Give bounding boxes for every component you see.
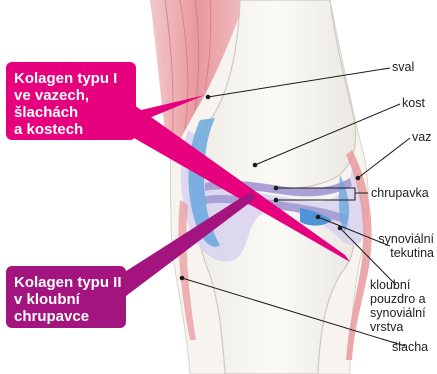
label-capsule: kloubní pouzdro a synoviální vrstva [370,278,426,334]
callout-collagen-type1: Kolagen typu I ve vazech, šlachách a kos… [14,70,126,138]
label-ligament: vaz [412,130,431,144]
callout-collagen-type2: Kolagen typu II v kloubní chrupavce [14,274,126,325]
label-synovial-fluid: synoviální tekutina [360,232,434,260]
label-tendon: šlacha [392,340,428,354]
label-bone: kost [402,96,425,110]
label-muscle: sval [392,60,414,74]
label-cartilage: chrupavka [371,186,429,200]
